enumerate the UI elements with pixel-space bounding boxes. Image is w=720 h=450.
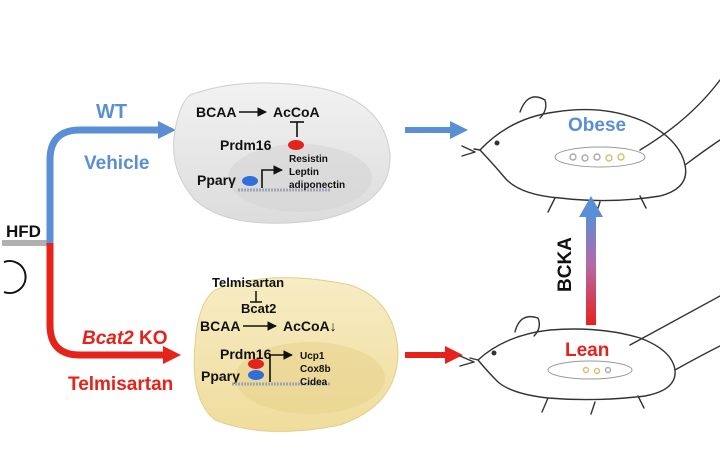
wt-prdm16-dot	[288, 140, 304, 150]
hfd-label: HFD	[6, 222, 41, 241]
wt-outcome-arrowhead	[450, 121, 468, 139]
wt-branch-arrowhead	[158, 121, 176, 139]
obese-mouse-fat-pad	[554, 146, 646, 168]
lean-mouse-ear	[514, 315, 541, 337]
ko-adipocyte: Telmisartan Bcat2 BCAA AcCoA↓ Prdm16 Ppa…	[193, 275, 399, 432]
wt-transcription-arrow	[261, 165, 283, 188]
ko-transcription-arrow	[269, 350, 293, 382]
wt-bcaa-label: BCAA	[196, 104, 236, 120]
lean-fat-cell-2	[593, 367, 601, 375]
ko-ppary-dot	[248, 370, 264, 380]
ko-cell-nucleus	[235, 342, 385, 414]
lean-label: Lean	[565, 340, 609, 361]
ko-bcaa-label: BCAA	[200, 318, 240, 334]
obese-mouse-eye	[494, 140, 500, 146]
bcat2-ko-gene: Bcat2	[82, 328, 134, 349]
ko-branch-line	[46, 243, 165, 359]
ko-ppary-label: Pparγ	[201, 368, 240, 384]
bcat2-ko-suffix: KO	[134, 328, 168, 349]
lean-mouse-fat-pad	[547, 360, 633, 380]
lean-mouse-whiskers	[459, 355, 475, 367]
obese-mouse-tail	[684, 139, 720, 166]
obese-fat-cell-5	[617, 153, 625, 161]
lean-mouse-tail-outline	[629, 295, 720, 346]
ko-bcat2-label: Bcat2	[241, 301, 276, 316]
bcka-arrowhead	[579, 196, 603, 217]
obese-mouse-ear	[519, 96, 547, 119]
lean-mouse-eye	[491, 350, 497, 356]
wt-accoa-label: AcCoA	[273, 104, 320, 120]
ko-accoa-label: AcCoA↓	[283, 318, 337, 334]
obese-fat-cell-3	[593, 153, 601, 161]
wt-ppary-dot	[242, 176, 258, 186]
obese-label: Obese	[568, 115, 626, 136]
wt-adipocyte: BCAA AcCoA Prdm16 Pparγ Resistin Leptin …	[173, 82, 391, 224]
ko-branch-arrowhead	[163, 346, 181, 364]
wt-label: WT	[96, 101, 127, 123]
lean-fat-cell-1	[582, 366, 590, 374]
wt-prdm16-label: Prdm16	[220, 137, 272, 153]
wt-ppary-label: Pparγ	[197, 172, 236, 188]
ko-prdm16-dot	[248, 359, 264, 369]
lean-fat-cell-3	[604, 366, 612, 374]
telmisartan-treatment-label: Telmisartan	[68, 374, 173, 395]
obese-mouse-nose	[473, 148, 481, 151]
lean-mouse-nose	[469, 357, 479, 361]
wt-branch-line	[46, 126, 160, 243]
bcka-label: BCKA	[555, 237, 576, 292]
obese-fat-cell-1	[569, 153, 577, 161]
lean-mouse-body	[477, 328, 676, 401]
ko-gene-cidea: Cidea	[300, 377, 328, 388]
obese-mouse-tail-outline	[639, 79, 720, 151]
lean-mouse-tail	[674, 345, 720, 371]
ko-prdm16-label: Prdm16	[220, 346, 272, 362]
ko-gene-ucp1: Ucp1	[300, 351, 325, 362]
obese-fat-cell-4	[605, 154, 613, 162]
ko-gene-cox8b: Cox8b	[300, 364, 331, 375]
obese-mouse-icon	[461, 79, 720, 215]
obese-fat-cell-2	[581, 154, 589, 162]
wt-gene-resistin: Resistin	[289, 154, 328, 165]
ko-telmisartan-label: Telmisartan	[212, 275, 284, 290]
wt-gene-leptin: Leptin	[289, 167, 319, 178]
obese-mouse-whiskers	[461, 145, 476, 157]
vehicle-label: Vehicle	[84, 153, 150, 174]
hfd-input: HFD	[2, 222, 50, 294]
obese-mouse-body	[479, 108, 687, 202]
hfd-mouse-tail-icon	[3, 260, 27, 294]
bcka-arrow-shaft	[586, 215, 596, 325]
wt-cell-nucleus	[228, 144, 372, 212]
wt-gene-adiponectin: adiponectin	[289, 180, 345, 191]
lean-mouse-icon	[459, 295, 720, 415]
ko-outcome-arrowhead	[445, 346, 463, 364]
bcat2-ko-label: Bcat2 KO	[82, 328, 168, 349]
lean-mouse-legs	[541, 395, 645, 415]
